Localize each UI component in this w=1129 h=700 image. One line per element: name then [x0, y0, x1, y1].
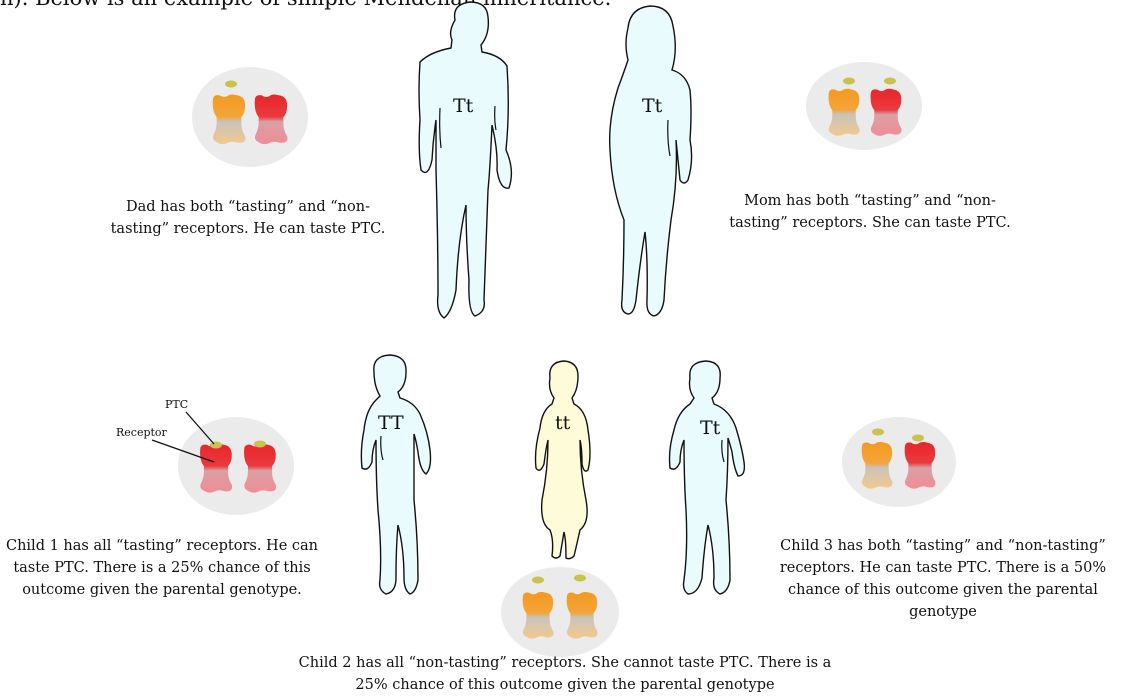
ptc-molecule-icon: [532, 577, 544, 584]
child3-caption: Child 3 has both “tasting” and “non-tast…: [752, 535, 1129, 623]
ptc-label: PTC: [165, 398, 188, 411]
child2-receptor-1: [523, 592, 554, 639]
ptc-molecule-icon: [574, 575, 586, 582]
child1-cell: [152, 412, 294, 515]
child3-receptor-2: [905, 442, 936, 489]
child1-receptor-1: [200, 444, 232, 493]
dad-receptor-2: [255, 94, 288, 144]
child1-receptor-2: [244, 444, 276, 493]
dad-silhouette: [419, 2, 511, 318]
ptc-molecule-icon: [872, 429, 884, 436]
mom-cell: [806, 62, 922, 150]
mom-receptor-2: [871, 89, 902, 136]
child2-silhouette: [536, 361, 591, 559]
dad-caption: Dad has both “tasting” and “non-tasting”…: [108, 196, 388, 240]
ptc-molecule-icon: [884, 78, 896, 85]
child1-genotype: TT: [378, 412, 404, 434]
ptc-molecule-icon: [210, 442, 222, 449]
mom-receptor-1: [829, 89, 860, 136]
dad-receptor-1: [213, 94, 246, 144]
child2-genotype: tt: [555, 412, 570, 434]
mom-silhouette: [610, 6, 692, 316]
ptc-molecule-icon: [225, 81, 237, 88]
dad-genotype: Tt: [453, 95, 473, 117]
receptor-label: Receptor: [116, 426, 167, 439]
child1-silhouette: [361, 355, 430, 594]
child3-silhouette: [670, 361, 745, 594]
child3-receptor-1: [862, 442, 893, 489]
ptc-molecule-icon: [912, 435, 924, 442]
ptc-molecule-icon: [254, 441, 266, 448]
dad-cell: [192, 67, 308, 167]
child2-cell: [501, 567, 619, 657]
child1-caption: Child 1 has all “tasting” receptors. He …: [2, 535, 322, 601]
child3-cell: [842, 417, 956, 507]
child2-receptor-2: [567, 592, 598, 639]
mom-caption: Mom has both “tasting” and “non-tasting”…: [720, 190, 1020, 234]
child3-genotype: Tt: [700, 417, 720, 439]
child2-caption: Child 2 has all “non-tasting” receptors.…: [290, 652, 840, 696]
ptc-molecule-icon: [843, 78, 855, 85]
mom-genotype: Tt: [642, 95, 662, 117]
